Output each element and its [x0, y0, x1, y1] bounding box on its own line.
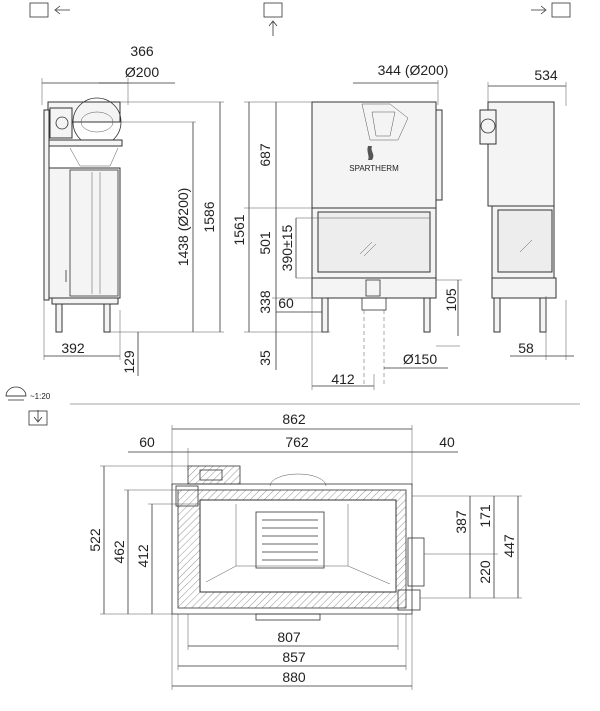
dim-447: 447 — [501, 534, 517, 558]
view-from-left-icon — [29, 2, 70, 18]
plan-view: 862 762 60 40 — [87, 411, 522, 690]
dim-35: 35 — [257, 350, 273, 366]
grate-bars — [262, 519, 318, 561]
dim-1561: 1561 — [231, 214, 247, 245]
dim-762: 762 — [285, 434, 309, 450]
dim-344: 344 (Ø200) — [378, 62, 449, 78]
side-view: 366 Ø200 1438 (Ø200) 1586 392 — [41, 43, 224, 376]
view-from-front-icon — [263, 2, 283, 36]
dim-1438: 1438 (Ø200) — [175, 188, 191, 267]
brand-label: SPARTHERM — [349, 164, 399, 173]
dim-501: 501 — [257, 231, 273, 255]
dim-171: 171 — [477, 504, 493, 528]
dim-60: 60 — [278, 295, 294, 311]
dim-412: 412 — [331, 371, 355, 387]
dim-d150: Ø150 — [403, 351, 437, 367]
right-view: 534 58 — [479, 67, 574, 360]
dim-412: 412 — [135, 544, 151, 568]
dim-880: 880 — [282, 669, 306, 685]
scale-label: ~1:20 — [30, 392, 51, 401]
dim-862: 862 — [282, 411, 306, 427]
dim-687: 687 — [257, 143, 273, 167]
view-from-top-icon — [28, 410, 48, 426]
front-view: 344 (Ø200) SPARTHERM 687 156 — [231, 62, 462, 390]
dim-522: 522 — [87, 528, 103, 552]
dim-462: 462 — [111, 540, 127, 564]
dim-58: 58 — [518, 340, 534, 356]
dim-366: 366 — [130, 43, 154, 59]
dim-807: 807 — [277, 629, 301, 645]
dim-1586: 1586 — [201, 201, 217, 232]
dim-387: 387 — [453, 510, 469, 534]
dim-d200: Ø200 — [125, 64, 159, 80]
dim-129: 129 — [121, 350, 137, 374]
dim-390: 390±15 — [279, 224, 295, 271]
scale-indicator: ~1:20 — [5, 386, 51, 401]
dim-534: 534 — [534, 67, 558, 83]
dim-392: 392 — [61, 340, 85, 356]
dim-60: 60 — [139, 434, 155, 450]
dim-40: 40 — [439, 434, 455, 450]
dim-338: 338 — [257, 290, 273, 314]
dim-857: 857 — [282, 649, 306, 665]
dim-105: 105 — [443, 288, 459, 312]
dim-220: 220 — [477, 560, 493, 584]
view-from-right-icon — [531, 2, 571, 18]
